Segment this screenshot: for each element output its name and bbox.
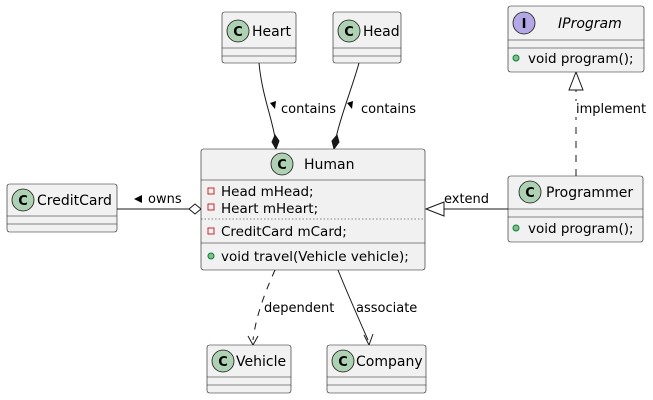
edge-human-vehicle: dependent <box>247 269 334 347</box>
edge-programmer-iprogram: implement <box>568 70 646 176</box>
edge-human-company: associate <box>337 269 417 347</box>
class-name: Human <box>304 157 355 173</box>
public-method-marker <box>207 252 215 260</box>
edge-programmer-human: extend <box>424 192 508 217</box>
class-icon-glyph: C <box>338 355 348 370</box>
class-name: Company <box>356 354 423 370</box>
class-icon-glyph: C <box>18 194 28 209</box>
interface-iprogram: I IProgram void program(); <box>507 5 645 73</box>
class-icon-glyph: C <box>233 25 243 40</box>
public-method-marker <box>512 54 520 62</box>
class-icon-glyph: C <box>344 25 354 40</box>
edge-label-head-contains: contains <box>361 102 416 117</box>
class-icon-glyph: C <box>218 355 228 370</box>
edge-label-associate: associate <box>356 301 417 316</box>
method: void program(); <box>528 221 634 237</box>
interface-icon-glyph: I <box>522 17 527 32</box>
edge-heart-human: contains <box>258 62 336 151</box>
field: Heart mHeart; <box>221 201 318 217</box>
class-icon <box>518 180 542 204</box>
class-icon <box>226 19 250 43</box>
interface-icon <box>512 11 536 35</box>
class-name: Head <box>363 24 400 40</box>
generalization-triangle <box>424 201 445 217</box>
edge-label-owns: owns <box>148 192 182 207</box>
class-company: C Company <box>326 344 427 394</box>
class-head: C Head <box>332 11 402 64</box>
edge-label-extend: extend <box>444 192 489 207</box>
public-method-marker <box>512 224 520 232</box>
class-creditcard: C CreditCard <box>6 183 118 233</box>
edge-label-heart-contains: contains <box>281 102 336 117</box>
method: void travel(Vehicle vehicle); <box>221 249 409 265</box>
edge-creditcard-human: owns <box>117 192 202 215</box>
direction-arrow <box>347 101 353 109</box>
class-icon-glyph: C <box>525 186 535 201</box>
composition-diamond <box>331 133 340 151</box>
class-human: C Human Head mHead; Heart mHeart; Credit… <box>200 148 426 271</box>
class-name: Heart <box>252 24 291 40</box>
method: void program(); <box>528 51 634 67</box>
interface-name: IProgram <box>558 16 622 32</box>
class-icon <box>211 349 235 373</box>
edge-head-human: contains <box>331 62 416 151</box>
class-icon <box>331 349 355 373</box>
edge-label-implement: implement <box>576 102 646 117</box>
class-icon <box>337 19 361 43</box>
class-name: Programmer <box>546 185 633 201</box>
class-name: CreditCard <box>37 193 112 209</box>
private-field-marker <box>207 203 215 211</box>
private-field-marker <box>207 187 215 195</box>
aggregation-diamond <box>188 203 202 215</box>
direction-arrow <box>134 195 142 203</box>
composition-diamond <box>271 133 280 151</box>
class-programmer: C Programmer void program(); <box>507 175 644 243</box>
field: Head mHead; <box>221 184 314 200</box>
private-field-marker <box>207 227 215 235</box>
direction-arrow <box>270 101 276 109</box>
class-name: Vehicle <box>236 354 286 370</box>
class-icon <box>11 188 35 212</box>
edge-label-dependent: dependent <box>264 301 334 316</box>
realization-triangle <box>568 70 584 91</box>
class-icon <box>270 152 294 176</box>
class-icon-glyph: C <box>277 158 287 173</box>
class-heart: C Heart <box>221 11 297 64</box>
class-vehicle: C Vehicle <box>206 344 292 394</box>
field: CreditCard mCard; <box>221 224 347 240</box>
